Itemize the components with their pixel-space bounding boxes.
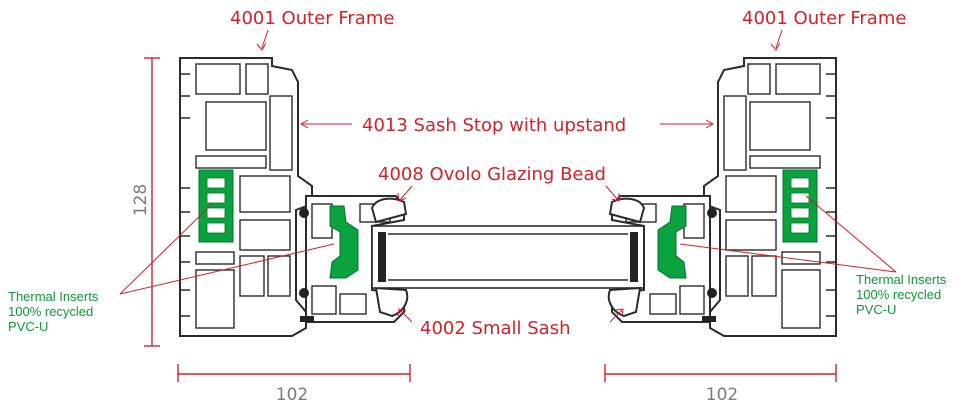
left-chamber bbox=[195, 63, 241, 95]
left-gasket bbox=[299, 208, 309, 218]
dimension-width-right: 102 bbox=[706, 385, 738, 405]
right-sash-chamber bbox=[679, 285, 705, 315]
left-chamber bbox=[239, 219, 291, 251]
right-gasket bbox=[707, 208, 717, 218]
right-chamber bbox=[723, 95, 747, 171]
right-chamber bbox=[747, 63, 771, 95]
right-chamber bbox=[725, 175, 777, 213]
left-sash-chamber bbox=[339, 293, 367, 315]
left-sash-chamber bbox=[311, 203, 333, 239]
left-chamber bbox=[195, 155, 267, 169]
right-gasket bbox=[702, 316, 716, 322]
left-thermal-insert-sash bbox=[329, 205, 359, 279]
right-chamber bbox=[781, 269, 821, 329]
leader-lines bbox=[119, 29, 897, 323]
left-gasket bbox=[300, 316, 314, 322]
left-thermal-insert-frame bbox=[198, 169, 234, 243]
right-thermal-insert-frame bbox=[782, 169, 818, 243]
right-chamber bbox=[749, 101, 811, 151]
label-small-sash: 4002 Small Sash bbox=[420, 318, 571, 339]
glass-spacer-right bbox=[630, 232, 638, 282]
glass-spacer-left bbox=[378, 232, 386, 282]
right-sash-chamber bbox=[683, 203, 705, 239]
left-glazing-bead bbox=[370, 197, 408, 224]
right-chamber bbox=[749, 155, 821, 169]
label-outer-frame-right: 4001 Outer Frame bbox=[742, 8, 906, 29]
left-chamber bbox=[195, 251, 235, 265]
left-frame-teeth bbox=[180, 73, 190, 317]
left-chamber bbox=[205, 101, 267, 151]
left-chamber bbox=[267, 255, 291, 297]
left-sash-chamber bbox=[311, 285, 337, 315]
right-sash-chamber bbox=[649, 293, 677, 315]
right-gasket bbox=[707, 288, 717, 298]
right-chamber bbox=[725, 255, 749, 297]
thermal-label-left-line1: Thermal Inserts bbox=[8, 289, 99, 304]
left-chamber bbox=[239, 255, 265, 297]
left-profile bbox=[179, 57, 409, 337]
thermal-label-right-line3: PVC-U bbox=[856, 302, 896, 317]
label-glazing-bead: 4008 Ovolo Glazing Bead bbox=[378, 164, 606, 185]
dimension-height: 128 bbox=[131, 184, 151, 216]
dimension-lines bbox=[144, 57, 837, 382]
right-glazing-bead bbox=[608, 197, 646, 224]
right-chamber bbox=[751, 255, 777, 297]
thermal-label-right-line2: 100% recycled bbox=[856, 287, 941, 302]
right-frame-teeth bbox=[826, 73, 836, 317]
left-chamber bbox=[195, 269, 235, 329]
right-profile bbox=[607, 57, 837, 337]
glass-unit bbox=[371, 225, 645, 289]
thermal-label-left-line2: 100% recycled bbox=[8, 304, 93, 319]
thermal-label-right-line1: Thermal Inserts bbox=[856, 272, 947, 287]
right-chamber bbox=[775, 63, 821, 95]
right-sash-lower-bead bbox=[607, 286, 642, 318]
left-gasket bbox=[299, 288, 309, 298]
right-chamber bbox=[725, 219, 777, 251]
right-thermal-insert-sash bbox=[657, 205, 687, 279]
dimension-width-left: 102 bbox=[276, 385, 308, 405]
left-chamber bbox=[269, 95, 293, 171]
label-outer-frame-left: 4001 Outer Frame bbox=[230, 8, 394, 29]
thermal-label-left-line3: PVC-U bbox=[8, 319, 48, 334]
label-sash-stop: 4013 Sash Stop with upstand bbox=[362, 115, 626, 136]
left-chamber bbox=[239, 175, 291, 213]
left-chamber bbox=[245, 63, 269, 95]
